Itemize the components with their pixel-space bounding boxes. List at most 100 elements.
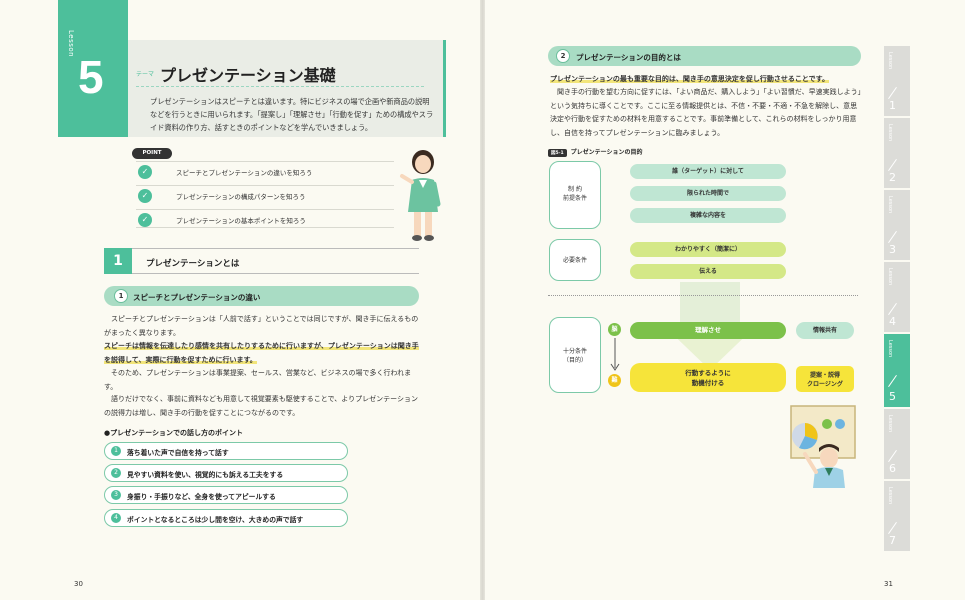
subsection-number: 2 xyxy=(556,49,570,63)
point-item: ✓ プレゼンテーションの構成パターンを知ろう xyxy=(136,185,394,204)
tab-slash xyxy=(888,86,897,100)
point-label: プレゼンテーションの基本ポイントを知ろう xyxy=(176,217,306,225)
tip-label: 落ち着いた声で自信を持って話す xyxy=(127,449,229,457)
constraint-label: 制 約 xyxy=(568,186,582,193)
tab-lesson-3[interactable]: Lesson 3 xyxy=(884,190,910,261)
stage-mark: 難 xyxy=(608,374,621,387)
paragraph-highlight: プレゼンテーションの最も重要な目的は、聞き手の意思決定を促し行動させることです。 xyxy=(550,73,864,87)
page-number-left: 30 xyxy=(74,580,83,588)
paragraph: そのため、プレゼンテーションは事業提案、セールス、営業など、ビジネスの場で多く行… xyxy=(104,369,412,391)
highlight-text: プレゼンテーションの最も重要な目的は、聞き手の意思決定を促し行動させることです。 xyxy=(550,75,829,83)
info-share-tag: 情報共有 xyxy=(796,322,854,339)
subsection-heading xyxy=(548,46,861,66)
subsection-number: 1 xyxy=(114,289,128,303)
constraint-label: 前提条件 xyxy=(562,195,587,202)
sufficient-label: （目的） xyxy=(562,357,587,364)
tab-number: 3 xyxy=(889,243,896,256)
tab-lesson-4[interactable]: Lesson 4 xyxy=(884,262,910,333)
check-icon: ✓ xyxy=(138,189,152,203)
page-number-right: 31 xyxy=(884,580,893,588)
tab-lesson-6[interactable]: Lesson 6 xyxy=(884,409,910,480)
point-item: ✓ プレゼンテーションの基本ポイントを知ろう xyxy=(136,209,394,228)
section-number: 1 xyxy=(104,248,132,274)
tip-item: 1 落ち着いた声で自信を持って話す xyxy=(104,442,348,460)
tab-lesson-5[interactable]: Lesson 5 xyxy=(884,334,910,408)
point-label: スピーチとプレゼンテーションの違いを知ろう xyxy=(176,169,313,177)
tab-slash xyxy=(888,302,897,316)
proposal-text: クロージング xyxy=(807,381,843,388)
necessary-bar: 伝える xyxy=(630,264,786,279)
figure-tag: 図5-1 xyxy=(548,149,567,157)
subsection-title: プレゼンテーションの目的とは xyxy=(576,53,681,62)
tab-slash xyxy=(888,449,897,463)
tip-number: 1 xyxy=(111,446,121,456)
teacher-illustration xyxy=(400,150,441,241)
tip-number: 3 xyxy=(111,490,121,500)
constraint-box: 制 約 前提条件 xyxy=(549,161,601,229)
tab-number: 4 xyxy=(889,315,896,328)
tip-item: 4 ポイントとなるところは少し間を空け、大きめの声で話す xyxy=(104,509,348,527)
tip-number: 4 xyxy=(111,513,121,523)
sufficient-box: 十分条件 （目的） xyxy=(549,317,601,393)
necessary-bar: わかりやすく（簡潔に） xyxy=(630,242,786,257)
tip-label: 見やすい資料を使い、視覚的にも訴える工夫をする xyxy=(127,471,284,479)
tab-number: 2 xyxy=(889,171,896,184)
understand-bar: 理解させ xyxy=(630,322,786,339)
tip-label: 身振り・手振りなど、全身を使ってアピールする xyxy=(127,493,276,501)
presenter-illustration xyxy=(790,405,856,488)
stage-mark: 脳 xyxy=(608,323,621,336)
tab-slash xyxy=(888,521,897,535)
tip-label: ポイントとなるところは少し間を空け、大きめの声で話す xyxy=(127,516,304,524)
action-bar: 行動するように 動機付ける xyxy=(630,363,786,392)
paragraph-highlight: スピーチは情報を伝達したり感情を共有したりするために行いますが、プレゼンテーショ… xyxy=(104,340,420,367)
tab-number: 6 xyxy=(889,462,896,475)
tab-number: 7 xyxy=(889,534,896,547)
proposal-text: 提案・説得 xyxy=(809,372,840,379)
lesson-number: 5 xyxy=(78,51,104,103)
theme-tag: テーマ xyxy=(136,71,155,78)
paragraph: 語りだけでなく、事前に資料なども用意して視覚要素も駆使することで、よりプレゼンテ… xyxy=(104,395,419,417)
theme-divider xyxy=(136,86,424,87)
paragraph: スピーチとプレゼンテーションは「人前で話す」ということでは同じですが、聞き手に伝… xyxy=(104,315,419,337)
necessary-label: 必要条件 xyxy=(562,257,587,264)
check-icon: ✓ xyxy=(138,213,152,227)
paragraph: 聞き手の行動を望む方向に促すには、「よい商品だ、購入しよう」「よい習慣だ、早速実… xyxy=(550,88,862,137)
subsection-heading xyxy=(104,286,419,306)
dotted-divider xyxy=(548,295,858,296)
theme-title: プレゼンテーション基礎 xyxy=(160,66,336,85)
point-item: ✓ スピーチとプレゼンテーションの違いを知ろう xyxy=(136,161,394,180)
tab-slash xyxy=(888,230,897,244)
tab-word: Lesson xyxy=(887,487,893,505)
sufficient-label: 十分条件 xyxy=(562,348,587,355)
point-tag: POINT xyxy=(132,148,172,159)
tips-heading: ●プレゼンテーションでの話し方のポイント xyxy=(104,429,243,437)
tab-number: 5 xyxy=(889,390,896,403)
tip-item: 2 見やすい資料を使い、視覚的にも訴える工夫をする xyxy=(104,464,348,482)
tab-lesson-2[interactable]: Lesson 2 xyxy=(884,118,910,189)
theme-description: プレゼンテーションはスピーチとは違います。特にビジネスの場で企画や新商品の説明な… xyxy=(150,97,434,132)
tab-lesson-7[interactable]: Lesson 7 xyxy=(884,481,910,552)
section-heading xyxy=(104,248,419,274)
subsection-title: スピーチとプレゼンテーションの違い xyxy=(133,293,261,302)
tab-word: Lesson xyxy=(887,268,893,286)
tab-word: Lesson xyxy=(887,52,893,70)
tab-number: 1 xyxy=(889,99,896,112)
tip-item: 3 身振り・手振りなど、全身を使ってアピールする xyxy=(104,486,348,504)
action-text: 動機付ける xyxy=(691,379,725,387)
tab-word: Lesson xyxy=(887,196,893,214)
tab-slash xyxy=(888,158,897,172)
constraint-bar: 複雑な内容を xyxy=(630,208,786,223)
action-text: 行動するように xyxy=(685,369,731,377)
book-gutter xyxy=(480,0,485,600)
necessary-box: 必要条件 xyxy=(549,239,601,281)
theme-box xyxy=(128,40,446,137)
tab-lesson-1[interactable]: Lesson 1 xyxy=(884,46,910,117)
down-arrow-icon xyxy=(610,338,620,371)
lesson-word: Lesson xyxy=(67,30,75,58)
section-title: プレゼンテーションとは xyxy=(146,259,240,269)
tab-word: Lesson xyxy=(887,124,893,142)
constraint-bar: 誰（ターゲット）に対して xyxy=(630,164,786,179)
proposal-tag: 提案・説得 クロージング xyxy=(796,366,854,392)
tab-slash xyxy=(888,374,897,388)
